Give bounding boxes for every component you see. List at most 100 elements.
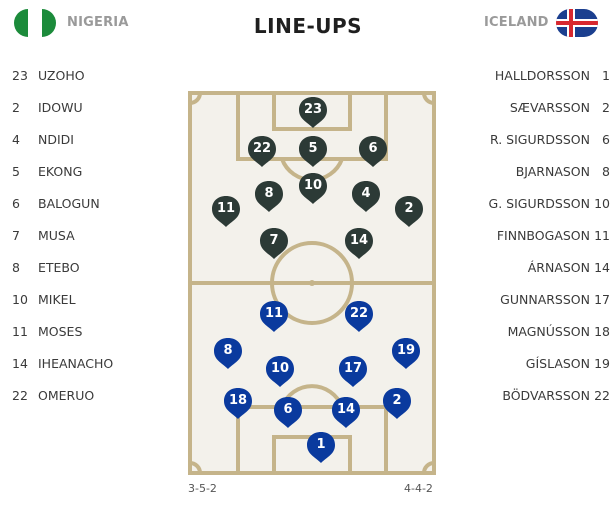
player-name: OMERUO xyxy=(38,388,95,403)
marker-number: 8 xyxy=(264,186,274,201)
player-number: 22 xyxy=(12,388,28,403)
player-row: 23 UZOHO xyxy=(0,66,150,98)
home-pitch-marker[interactable]: 4 xyxy=(350,179,382,213)
player-marker-shape xyxy=(352,181,380,212)
player-number: 6 xyxy=(12,196,20,211)
flag-stripe-green-right xyxy=(42,9,56,37)
marker-number: 10 xyxy=(270,361,290,376)
marker-number: 18 xyxy=(228,393,248,408)
away-pitch-marker[interactable]: 22 xyxy=(343,299,375,333)
home-pitch-marker[interactable]: 22 xyxy=(246,134,278,168)
player-marker-shape xyxy=(339,356,367,387)
player-marker-shape xyxy=(212,196,240,227)
marker-number: 22 xyxy=(252,141,272,156)
away-pitch-marker[interactable]: 17 xyxy=(337,354,369,388)
player-row: 6 BALOGUN xyxy=(0,194,150,226)
player-marker-shape xyxy=(214,338,242,369)
nigeria-flag-icon xyxy=(14,9,56,37)
player-row: MAGNÚSSON 18 xyxy=(430,322,616,354)
away-pitch-marker[interactable]: 10 xyxy=(264,354,296,388)
marker-number: 10 xyxy=(303,178,323,193)
marker-number: 19 xyxy=(396,343,416,358)
player-number: 11 xyxy=(12,324,28,339)
player-number: 11 xyxy=(594,228,610,243)
away-pitch-marker[interactable]: 8 xyxy=(212,336,244,370)
marker-number: 2 xyxy=(404,201,414,216)
player-row: 7 MUSA xyxy=(0,226,150,258)
away-pitch-marker[interactable]: 18 xyxy=(222,386,254,420)
flag-stripe-white xyxy=(28,9,42,37)
marker-number: 11 xyxy=(264,306,284,321)
away-pitch-marker[interactable]: 6 xyxy=(272,395,304,429)
player-marker-shape xyxy=(307,432,335,463)
player-number: 4 xyxy=(12,132,20,147)
player-name: R. SIGURDSSON xyxy=(489,132,590,147)
marker-number: 22 xyxy=(349,306,369,321)
player-number: 14 xyxy=(594,260,610,275)
away-pitch-marker[interactable]: 14 xyxy=(330,395,362,429)
player-marker-shape xyxy=(299,97,327,128)
player-marker-shape xyxy=(299,136,327,167)
player-marker-shape xyxy=(260,301,288,332)
away-formation: 4-4-2 xyxy=(404,482,433,495)
player-row: ÁRNASON 14 xyxy=(430,258,616,290)
home-pitch-marker[interactable]: 6 xyxy=(357,134,389,168)
home-pitch-marker[interactable]: 23 xyxy=(297,95,329,129)
player-number: 8 xyxy=(12,260,20,275)
home-pitch-marker[interactable]: 7 xyxy=(258,226,290,260)
player-name: BJARNASON xyxy=(515,164,590,179)
away-pitch-marker[interactable]: 1 xyxy=(305,430,337,464)
player-number: 18 xyxy=(594,324,610,339)
player-marker-shape xyxy=(383,388,411,419)
home-team-name: NIGERIA xyxy=(67,15,129,30)
player-number: 7 xyxy=(12,228,20,243)
player-number: 5 xyxy=(12,164,20,179)
player-name: SÆVARSSON xyxy=(509,100,590,115)
player-name: UZOHO xyxy=(38,68,85,83)
home-pitch-marker[interactable]: 8 xyxy=(253,179,285,213)
marker-number: 5 xyxy=(308,141,318,156)
player-number: 23 xyxy=(12,68,28,83)
marker-number: 2 xyxy=(392,393,402,408)
player-marker-shape xyxy=(266,356,294,387)
player-name: IDOWU xyxy=(38,100,83,115)
player-name: MUSA xyxy=(38,228,75,243)
home-pitch-marker[interactable]: 5 xyxy=(297,134,329,168)
page-title: LINE-UPS xyxy=(253,14,363,38)
marker-number: 7 xyxy=(269,233,279,248)
player-number: 19 xyxy=(594,356,610,371)
player-name: MIKEL xyxy=(38,292,76,307)
away-pitch-marker[interactable]: 19 xyxy=(390,336,422,370)
home-pitch-marker[interactable]: 10 xyxy=(297,171,329,205)
iceland-flag-icon xyxy=(556,9,598,37)
home-pitch-marker[interactable]: 14 xyxy=(343,226,375,260)
away-team-name: ICELAND xyxy=(484,15,549,30)
marker-number: 1 xyxy=(316,437,326,452)
player-marker-shape xyxy=(395,196,423,227)
player-name: ÁRNASON xyxy=(527,260,590,275)
player-marker-shape xyxy=(274,397,302,428)
away-pitch-marker[interactable]: 2 xyxy=(381,386,413,420)
player-marker-shape xyxy=(255,181,283,212)
player-marker-shape xyxy=(345,228,373,259)
away-pitch-marker[interactable]: 11 xyxy=(258,299,290,333)
player-name: BALOGUN xyxy=(38,196,100,211)
player-name: NDIDI xyxy=(38,132,74,147)
home-pitch-marker[interactable]: 11 xyxy=(210,194,242,228)
player-number: 10 xyxy=(12,292,28,307)
home-pitch-marker[interactable]: 2 xyxy=(393,194,425,228)
marker-number: 6 xyxy=(368,141,378,156)
player-name: MAGNÚSSON xyxy=(507,324,590,339)
player-marker-shape xyxy=(224,388,252,419)
